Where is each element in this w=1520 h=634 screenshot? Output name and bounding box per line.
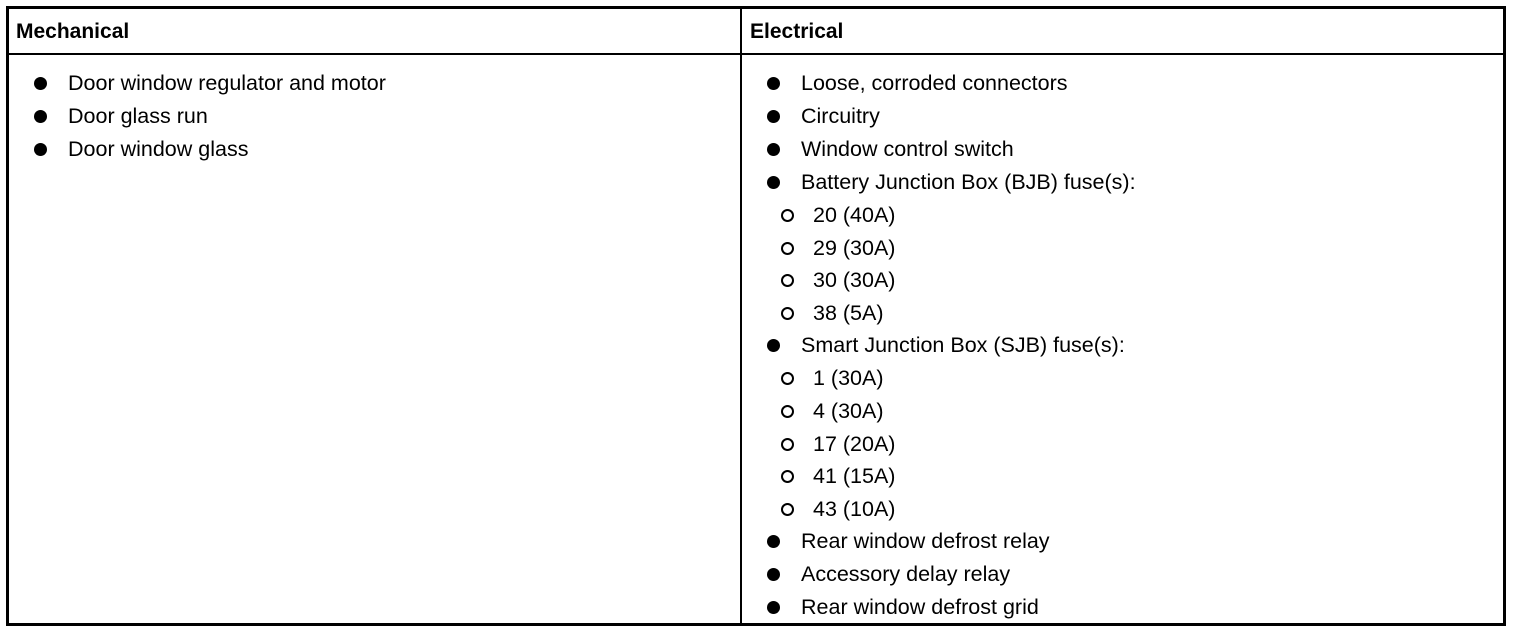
bullet-icon — [34, 110, 47, 123]
fuse-text: 29 (30A) — [813, 235, 896, 260]
fuse-item: 20 (40A) — [764, 199, 1136, 232]
fuse-item: 41 (15A) — [764, 460, 1136, 493]
mechanical-list: Door window regulator and motor Door gla… — [31, 67, 386, 166]
fuse-item: 29 (30A) — [764, 232, 1136, 265]
fuse-text: 20 (40A) — [813, 203, 896, 227]
fuse-item: 30 (30A) — [764, 264, 1136, 297]
mechanical-cell: Door window regulator and motor Door gla… — [31, 67, 386, 166]
list-item: Rear window defrost relay — [764, 525, 1136, 558]
bullet-icon — [767, 77, 780, 90]
list-item: Rear window defrost grid — [764, 591, 1136, 624]
list-item: Loose, corroded connectors — [764, 67, 1136, 100]
bullet-icon — [767, 143, 780, 156]
list-item: Door window glass — [31, 133, 386, 166]
circle-bullet-icon — [781, 404, 794, 418]
list-item: Circuitry — [764, 100, 1136, 133]
fuse-text: 43 (10A) — [813, 496, 896, 521]
circle-bullet-icon — [781, 502, 794, 516]
fuse-item: 17 (20A) — [764, 428, 1136, 461]
list-item: Window control switch — [764, 133, 1136, 166]
list-item-text: Battery Junction Box (BJB) fuse(s): — [801, 170, 1136, 194]
bjb-fuse-list: 20 (40A) 29 (30A) 30 (30A) 38 (5A) — [764, 199, 1136, 329]
list-item-text: Circuitry — [801, 104, 880, 128]
electrical-list-end: Rear window defrost relay Accessory dela… — [764, 525, 1136, 624]
list-item-text: Rear window defrost grid — [801, 595, 1039, 620]
list-item: Accessory delay relay — [764, 558, 1136, 591]
list-item-text: Loose, corroded connectors — [801, 71, 1068, 95]
electrical-list: Loose, corroded connectors Circuitry Win… — [764, 67, 1136, 199]
list-item-text: Accessory delay relay — [801, 562, 1011, 587]
column-divider — [740, 9, 742, 623]
list-item: Door glass run — [31, 100, 386, 133]
circle-bullet-icon — [781, 470, 794, 484]
circle-bullet-icon — [781, 372, 794, 386]
circle-bullet-icon — [781, 241, 794, 255]
table-header-row: Mechanical Electrical — [9, 9, 1503, 55]
electrical-cell: Loose, corroded connectors Circuitry Win… — [764, 67, 1136, 624]
circle-bullet-icon — [781, 437, 794, 451]
fuse-item: 1 (30A) — [764, 362, 1136, 395]
symptom-table: Mechanical Electrical Door window regula… — [6, 6, 1506, 626]
fuse-text: 1 (30A) — [813, 366, 884, 391]
list-item-text: Door window regulator and motor — [68, 71, 386, 95]
list-item-bjb: Battery Junction Box (BJB) fuse(s): — [764, 166, 1136, 199]
fuse-text: 41 (15A) — [813, 464, 896, 489]
fuse-text: 4 (30A) — [813, 398, 884, 423]
fuse-text: 38 (5A) — [813, 300, 884, 325]
list-item-text: Door window glass — [68, 137, 249, 161]
list-item-text: Door glass run — [68, 104, 208, 128]
circle-bullet-icon — [781, 274, 794, 288]
bullet-icon — [767, 339, 780, 353]
bullet-icon — [767, 601, 780, 615]
bullet-icon — [767, 535, 780, 549]
list-item-text: Rear window defrost relay — [801, 529, 1050, 554]
header-mechanical: Mechanical — [16, 20, 130, 43]
list-item: Door window regulator and motor — [31, 67, 386, 100]
bullet-icon — [34, 77, 47, 90]
fuse-item: 4 (30A) — [764, 395, 1136, 428]
list-item-text: Smart Junction Box (SJB) fuse(s): — [801, 333, 1125, 358]
list-item-text: Window control switch — [801, 137, 1014, 161]
fuse-text: 30 (30A) — [813, 268, 896, 293]
circle-bullet-icon — [781, 209, 794, 222]
list-item-sjb: Smart Junction Box (SJB) fuse(s): — [764, 329, 1136, 362]
electrical-list-cont: Smart Junction Box (SJB) fuse(s): — [764, 329, 1136, 362]
header-electrical: Electrical — [750, 20, 844, 43]
sjb-fuse-list: 1 (30A) 4 (30A) 17 (20A) 41 (15A) 43 (10… — [764, 362, 1136, 525]
fuse-text: 17 (20A) — [813, 431, 896, 456]
bullet-icon — [767, 110, 780, 123]
fuse-item: 38 (5A) — [764, 297, 1136, 330]
bullet-icon — [767, 176, 780, 189]
bullet-icon — [767, 568, 780, 582]
circle-bullet-icon — [781, 306, 794, 320]
bullet-icon — [34, 143, 47, 156]
fuse-item: 43 (10A) — [764, 493, 1136, 526]
